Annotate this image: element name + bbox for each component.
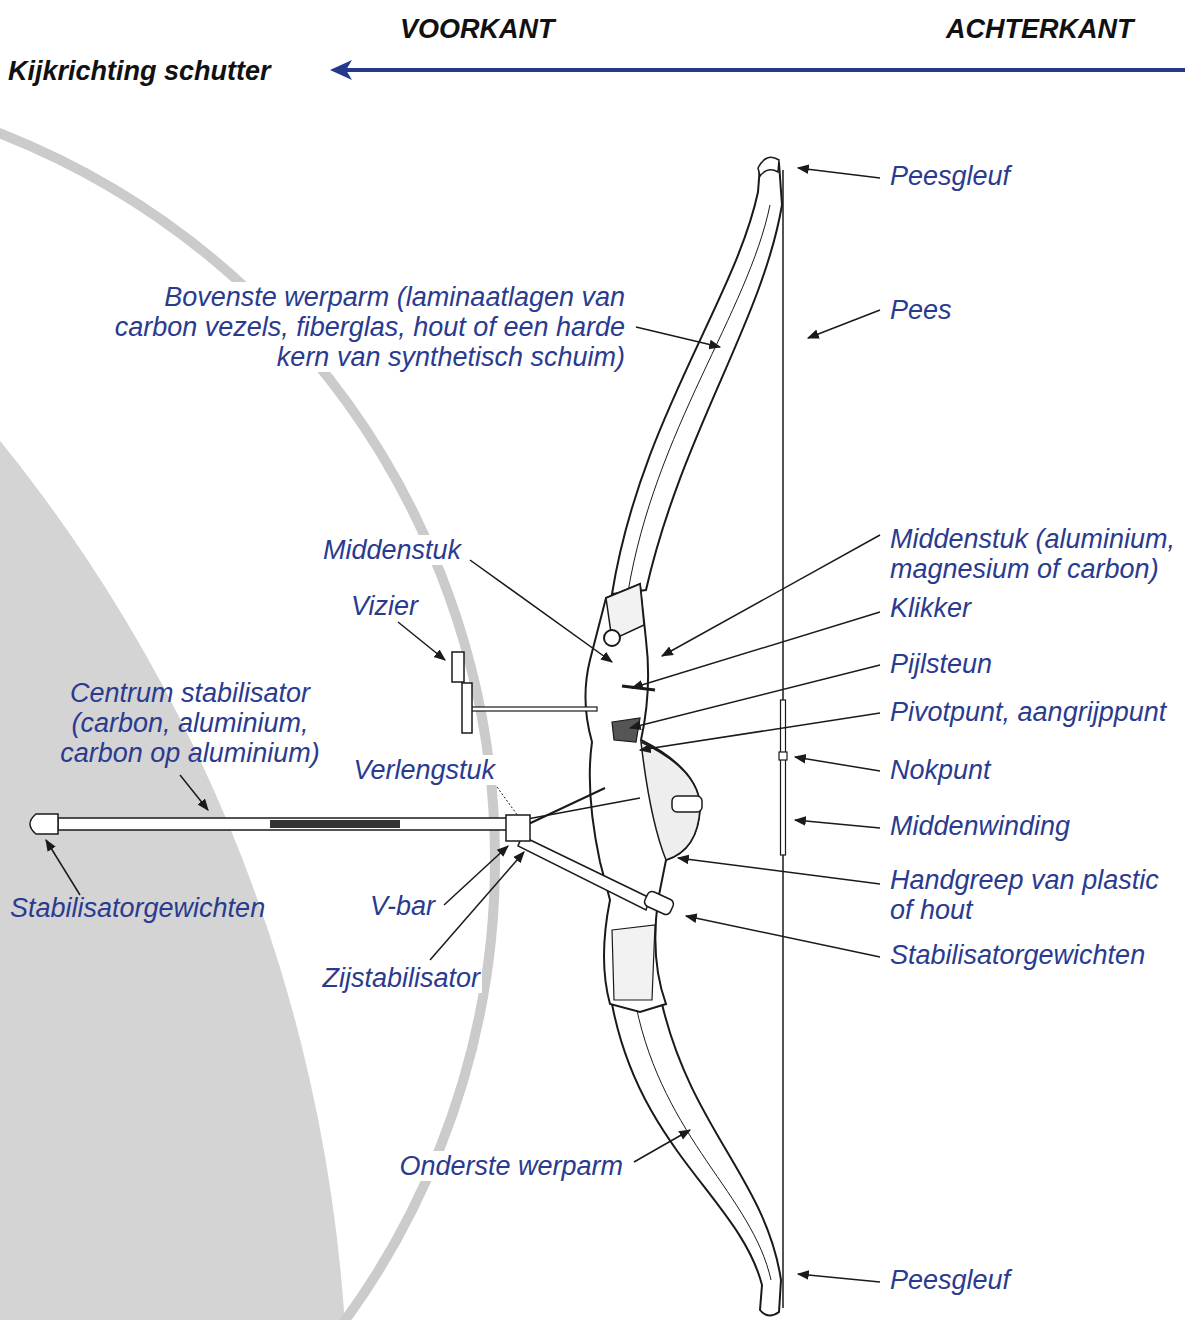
background-disc (0, 0, 348, 1320)
leader-line (798, 1274, 880, 1282)
center-serving (781, 700, 786, 855)
part-label: Middenstuk (321, 535, 463, 565)
leader-line (634, 1130, 690, 1162)
background-arc (0, 79, 495, 1320)
nocking-point (779, 752, 787, 760)
side-heading: ACHTERKANT (944, 14, 1135, 44)
stabilizer-print (270, 820, 400, 828)
part-label: Verlengstuk (351, 755, 497, 785)
limb-tip (758, 157, 779, 176)
v-bar-block (506, 815, 530, 841)
leader-line (795, 757, 880, 771)
part-label: Stabilisatorgewichten (8, 893, 267, 923)
lower-limb (612, 1004, 781, 1316)
part-label: Nokpunt (888, 755, 993, 785)
limb-laminate-line (636, 1006, 771, 1280)
part-label: Klikker (888, 593, 973, 623)
part-label: Pijlsteun (888, 649, 994, 679)
leader-line (444, 846, 508, 905)
extension-rod (522, 798, 640, 820)
sight-plate (462, 683, 472, 733)
sight-mount-knob (604, 630, 620, 646)
leader-line (662, 535, 880, 656)
sight-bar (465, 707, 597, 711)
riser-lower-block (612, 925, 655, 1000)
leader-line (795, 820, 880, 828)
leader-line (636, 327, 720, 347)
leader-line (686, 916, 880, 957)
part-label: V-bar (368, 891, 437, 921)
leader-line (640, 713, 880, 750)
stabilizer-weight (672, 796, 702, 812)
sight-pin (452, 652, 464, 682)
part-label: Vizier (349, 591, 420, 621)
part-label: Peesgleuf (888, 161, 1012, 191)
part-label: Middenwinding (888, 811, 1072, 841)
leader-line (398, 622, 445, 660)
center-stabilizer-rod (58, 818, 510, 830)
leader-line (808, 310, 880, 338)
extension-rod (520, 788, 605, 828)
stabilizer-end-weight (30, 814, 58, 834)
part-label: Handgreep van plastic of hout (888, 865, 1172, 925)
part-label: Pees (888, 295, 954, 325)
part-label: Bovenste werparm (laminaatlagen van carb… (103, 282, 627, 372)
leader-line (430, 852, 524, 960)
part-label: Pivotpunt, aangrijppunt (888, 697, 1168, 727)
limb-laminate-line (628, 205, 770, 592)
side-stabilizer (518, 836, 650, 910)
direction-arrowhead (330, 60, 352, 80)
arrow-rest (612, 718, 640, 742)
part-label: Onderste werparm (397, 1151, 625, 1181)
leader-line (497, 787, 518, 816)
part-label: Stabilisatorgewichten (888, 940, 1147, 970)
leader-line (470, 560, 612, 662)
leader-line (180, 775, 208, 810)
side-heading: VOORKANT (398, 14, 557, 44)
part-label: Peesgleuf (888, 1265, 1012, 1295)
part-label: Middenstuk (aluminium, magnesium of carb… (888, 524, 1192, 584)
leader-line (46, 840, 80, 895)
leader-line (798, 168, 880, 178)
part-label: Zijstabilisator (320, 963, 482, 993)
upper-limb (612, 160, 782, 594)
direction-arrow (345, 68, 1185, 72)
direction-label: Kijkrichting schutter (6, 56, 273, 86)
leader-line (678, 858, 880, 884)
leader-line (632, 612, 880, 688)
part-label: Centrum stabilisator (carbon, aluminium,… (43, 678, 337, 768)
stabilizer-weight (643, 890, 675, 916)
